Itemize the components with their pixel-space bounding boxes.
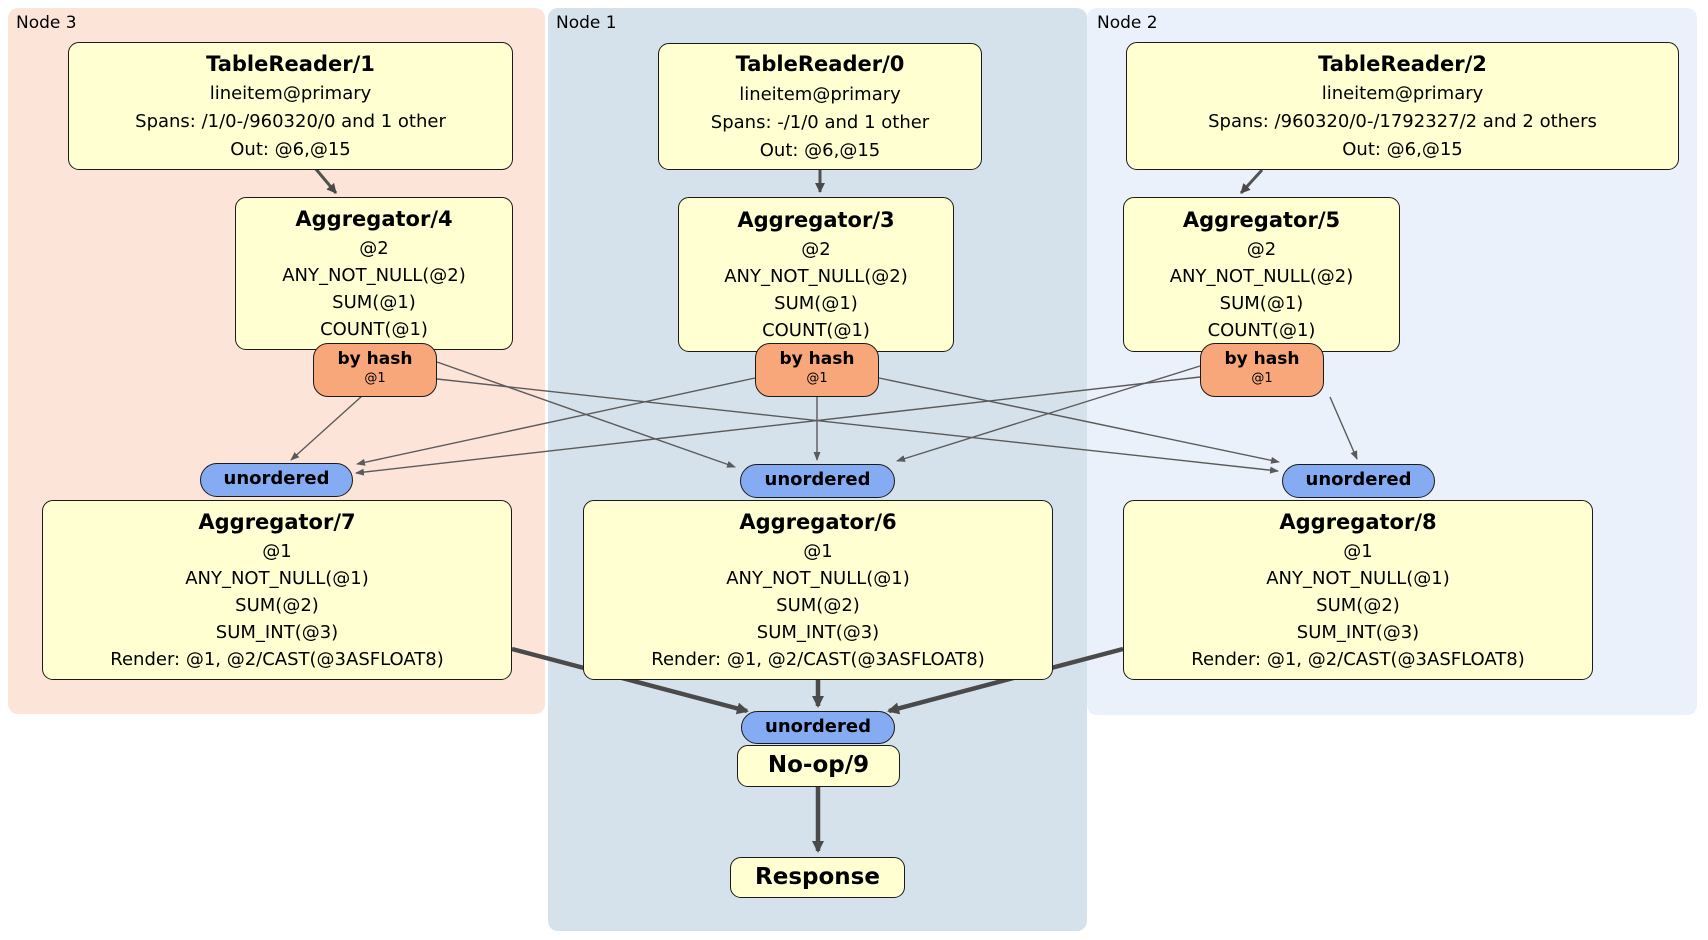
node1-label: Node 1: [556, 13, 617, 33]
box-title: TableReader/2: [1318, 51, 1487, 76]
box-line: lineitem@primary: [209, 83, 372, 105]
box-line: Render: @1, @2/CAST(@3ASFLOAT8): [651, 649, 985, 671]
box-line: COUNT(@1): [320, 319, 428, 341]
box-line: @1: [1343, 541, 1373, 563]
aggregator-6-box: Aggregator/6 @1 ANY_NOT_NULL(@1) SUM(@2)…: [583, 500, 1053, 680]
box-line: ANY_NOT_NULL(@2): [282, 265, 466, 287]
box-line: SUM_INT(@3): [1296, 622, 1420, 644]
aggregator-3-box: Aggregator/3 @2 ANY_NOT_NULL(@2) SUM(@1)…: [678, 197, 954, 352]
box-line: ANY_NOT_NULL(@1): [1266, 568, 1450, 590]
edge: [290, 395, 363, 461]
router-sub-label: @1: [364, 371, 386, 386]
box-line: Render: @1, @2/CAST(@3ASFLOAT8): [1191, 649, 1525, 671]
box-line: @1: [803, 541, 833, 563]
sync-unordered-7: unordered: [200, 463, 353, 497]
router-sub-label: @1: [806, 371, 828, 386]
aggregator-8-box: Aggregator/8 @1 ANY_NOT_NULL(@1) SUM(@2)…: [1123, 500, 1593, 680]
box-line: lineitem@primary: [739, 83, 901, 105]
box-line: ANY_NOT_NULL(@2): [1169, 266, 1354, 288]
box-title: Aggregator/5: [1182, 207, 1341, 232]
aggregator-4-box: Aggregator/4 @2 ANY_NOT_NULL(@2) SUM(@1)…: [235, 197, 513, 350]
box-title: Aggregator/3: [737, 207, 895, 232]
box-line: Render: @1, @2/CAST(@3ASFLOAT8): [110, 649, 444, 671]
aggregator-5-box: Aggregator/5 @2 ANY_NOT_NULL(@2) SUM(@1)…: [1123, 197, 1400, 352]
box-line: Spans: /1/0-/960320/0 and 1 other: [135, 111, 446, 133]
node3-label: Node 3: [16, 13, 77, 33]
box-title: Aggregator/4: [295, 206, 453, 231]
edge: [1239, 168, 1264, 195]
edge: [896, 365, 1201, 462]
box-title: TableReader/0: [735, 52, 905, 77]
box-title: Aggregator/6: [739, 509, 897, 534]
router-sub-label: @1: [1251, 371, 1273, 386]
box-line: SUM(@2): [776, 595, 860, 617]
edge: [356, 377, 756, 466]
box-line: COUNT(@1): [1207, 320, 1316, 342]
router-by-hash-4: by hash @1: [313, 343, 437, 397]
box-line: ANY_NOT_NULL(@1): [726, 568, 910, 590]
box-line: SUM_INT(@3): [756, 622, 880, 644]
edge: [878, 377, 1280, 464]
box-line: Out: @6,@15: [230, 139, 351, 161]
router-by-hash-5: by hash @1: [1200, 343, 1324, 397]
router-label: by hash: [779, 349, 855, 369]
box-line: lineitem@primary: [1321, 83, 1484, 105]
box-line: COUNT(@1): [762, 320, 870, 342]
aggregator-7-box: Aggregator/7 @1 ANY_NOT_NULL(@1) SUM(@2)…: [42, 500, 512, 680]
box-title: Aggregator/7: [198, 509, 356, 534]
router-label: by hash: [337, 349, 413, 369]
box-line: Spans: -/1/0 and 1 other: [710, 111, 930, 133]
box-title: Response: [755, 863, 880, 890]
sync-unordered-final: unordered: [741, 711, 895, 744]
router-label: by hash: [1224, 349, 1300, 369]
box-title: Aggregator/8: [1279, 509, 1437, 534]
box-line: @2: [801, 239, 831, 261]
tablereader-2-box: TableReader/2 lineitem@primary Spans: /9…: [1126, 42, 1679, 170]
box-line: SUM_INT(@3): [215, 622, 339, 644]
router-by-hash-3: by hash @1: [755, 343, 879, 397]
tablereader-1-box: TableReader/1 lineitem@primary Spans: /1…: [68, 42, 513, 170]
box-line: Out: @6,@15: [759, 139, 881, 161]
edge: [1329, 396, 1358, 460]
edge: [511, 646, 749, 715]
response-box: Response: [730, 857, 905, 898]
box-line: SUM(@2): [235, 595, 319, 617]
noop-9-box: No-op/9: [737, 745, 900, 787]
box-line: SUM(@1): [1219, 293, 1304, 315]
box-title: No-op/9: [767, 752, 870, 779]
edge: [313, 167, 338, 194]
box-line: @2: [1246, 239, 1277, 261]
box-line: SUM(@1): [774, 293, 858, 315]
box-title: TableReader/1: [206, 51, 375, 76]
edge: [887, 646, 1124, 715]
box-line: SUM(@1): [332, 292, 416, 314]
tablereader-0-box: TableReader/0 lineitem@primary Spans: -/…: [658, 43, 982, 170]
box-line: ANY_NOT_NULL(@1): [185, 568, 369, 590]
box-line: @2: [359, 238, 389, 260]
box-line: ANY_NOT_NULL(@2): [724, 266, 908, 288]
sync-unordered-6: unordered: [740, 464, 895, 498]
box-line: @1: [262, 541, 292, 563]
edge: [436, 378, 1279, 474]
box-line: Spans: /960320/0-/1792327/2 and 2 others: [1208, 111, 1597, 133]
node2-label: Node 2: [1097, 13, 1158, 33]
edge: [355, 376, 1201, 476]
box-line: SUM(@2): [1316, 595, 1400, 617]
box-line: Out: @6,@15: [1342, 139, 1463, 161]
sync-unordered-8: unordered: [1282, 464, 1435, 498]
